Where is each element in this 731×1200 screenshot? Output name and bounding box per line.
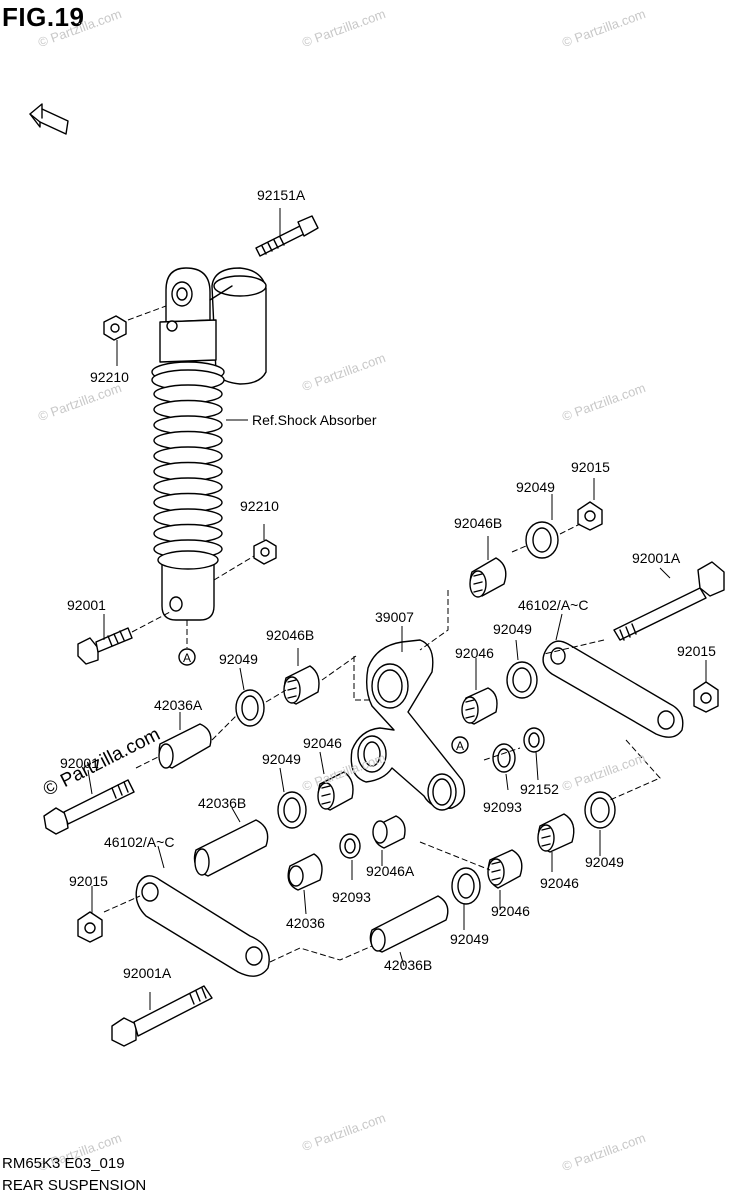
label-seal-92049-bottom: 92049 bbox=[450, 931, 489, 947]
label-bushing-42036b-bottom: 42036B bbox=[384, 957, 433, 973]
bolt-92001-shock-drawing bbox=[77, 627, 133, 665]
label-ref-shock-absorber: Ref.Shock Absorber bbox=[252, 412, 377, 428]
label-seal-92152: 92152 bbox=[520, 781, 559, 797]
label-bolt-92151a: 92151A bbox=[257, 187, 306, 203]
label-lever-39007: 39007 bbox=[375, 609, 414, 625]
label-bearing-92046a: 92046A bbox=[366, 863, 415, 879]
nut-92015-top-right-drawing bbox=[577, 501, 603, 531]
label-marker-a-left: A bbox=[183, 651, 192, 665]
label-nut-92015-top-right: 92015 bbox=[571, 459, 610, 475]
bearing-92046b-left-drawing bbox=[283, 665, 320, 705]
label-bolt-92001-long: 92001 bbox=[60, 755, 99, 771]
label-nut-92210-top: 92210 bbox=[90, 369, 129, 385]
bearing-92046-lever-drawing bbox=[461, 687, 498, 725]
label-nut-92015-right: 92015 bbox=[677, 643, 716, 659]
label-marker-a-lever: A bbox=[456, 739, 465, 753]
label-bushing-42036: 42036 bbox=[286, 915, 325, 931]
label-bearing-92046b-top-right: 92046B bbox=[454, 515, 503, 531]
section-name: REAR SUSPENSION bbox=[2, 1177, 147, 1194]
nut-92210-mid-drawing bbox=[253, 539, 277, 565]
lever-39007-drawing bbox=[350, 639, 466, 811]
label-bearing-92046-lever: 92046 bbox=[455, 645, 494, 661]
seal-92152-drawing bbox=[523, 727, 545, 753]
seal-92049-right-mid-drawing bbox=[506, 661, 538, 699]
bearing-92046b-top-right-drawing bbox=[469, 557, 507, 598]
marker-a-circles bbox=[178, 648, 469, 754]
label-collar-92093-right: 92093 bbox=[483, 799, 522, 815]
label-seal-92049-top-right: 92049 bbox=[516, 479, 555, 495]
seal-92049-left-mid-drawing bbox=[277, 791, 307, 829]
label-bearing-92046-right-lower: 92046 bbox=[540, 875, 579, 891]
label-collar-92093-center: 92093 bbox=[332, 889, 371, 905]
bearing-92046-bottom-drawing bbox=[487, 849, 523, 889]
shock-absorber-drawing bbox=[151, 267, 267, 621]
label-bolt-92001-shock: 92001 bbox=[67, 597, 106, 613]
seal-92049-top-right-drawing bbox=[525, 521, 559, 559]
label-bearing-92046-left-mid: 92046 bbox=[303, 735, 342, 751]
seal-92049-bottom-drawing bbox=[451, 867, 481, 905]
nut-92015-right-drawing bbox=[693, 681, 719, 713]
bushing-42036a-drawing bbox=[158, 723, 212, 769]
figure-title: FIG.19 bbox=[2, 2, 85, 32]
bolt-92001a-top-right-drawing bbox=[613, 561, 725, 641]
bearing-92046-right-lower-drawing bbox=[537, 813, 575, 853]
forward-arrow-icon bbox=[29, 103, 69, 135]
label-bearing-92046-bottom: 92046 bbox=[491, 903, 530, 919]
label-link-rod-right: 46102/A~C bbox=[518, 597, 589, 613]
bolt-92001a-bottom-drawing bbox=[111, 985, 213, 1047]
nut-92210-top-drawing bbox=[103, 315, 127, 341]
label-seal-92049-right-mid: 92049 bbox=[493, 621, 532, 637]
bushing-42036b-bottom-drawing bbox=[369, 895, 449, 953]
label-bushing-42036b-left: 42036B bbox=[198, 795, 247, 811]
bolt-92151a-drawing bbox=[255, 215, 319, 257]
model-code: RM65K3 E03_019 bbox=[2, 1155, 125, 1172]
label-nut-92210-mid: 92210 bbox=[240, 498, 279, 514]
link-rod-right-drawing bbox=[542, 640, 684, 738]
leader-lines bbox=[87, 208, 707, 1010]
bearing-92046-left-mid-drawing bbox=[317, 771, 354, 811]
seal-92049-left-drawing bbox=[235, 689, 265, 727]
bushing-42036-drawing bbox=[287, 853, 323, 891]
seal-92049-right-lower-drawing bbox=[584, 791, 616, 829]
label-bearing-92046b-left: 92046B bbox=[266, 627, 315, 643]
bearing-92046a-drawing bbox=[372, 815, 406, 849]
label-bolt-92001a-bottom: 92001A bbox=[123, 965, 172, 981]
label-seal-92049-left-mid: 92049 bbox=[262, 751, 301, 767]
label-link-rod-left: 46102/A~C bbox=[104, 834, 175, 850]
collar-92093-right-drawing bbox=[492, 743, 516, 773]
bolt-92001-long-drawing bbox=[43, 779, 135, 835]
assembly-lines bbox=[103, 305, 661, 963]
label-bushing-42036a: 42036A bbox=[154, 697, 203, 713]
collar-92093-center-drawing bbox=[339, 833, 361, 859]
label-seal-92049-left: 92049 bbox=[219, 651, 258, 667]
bushing-42036b-left-drawing bbox=[193, 819, 269, 877]
label-seal-92049-right-lower: 92049 bbox=[585, 854, 624, 870]
nut-92015-left-drawing bbox=[77, 911, 103, 943]
label-nut-92015-left: 92015 bbox=[69, 873, 108, 889]
label-bolt-92001a-top-right: 92001A bbox=[632, 550, 681, 566]
link-rod-left-drawing bbox=[135, 875, 270, 977]
